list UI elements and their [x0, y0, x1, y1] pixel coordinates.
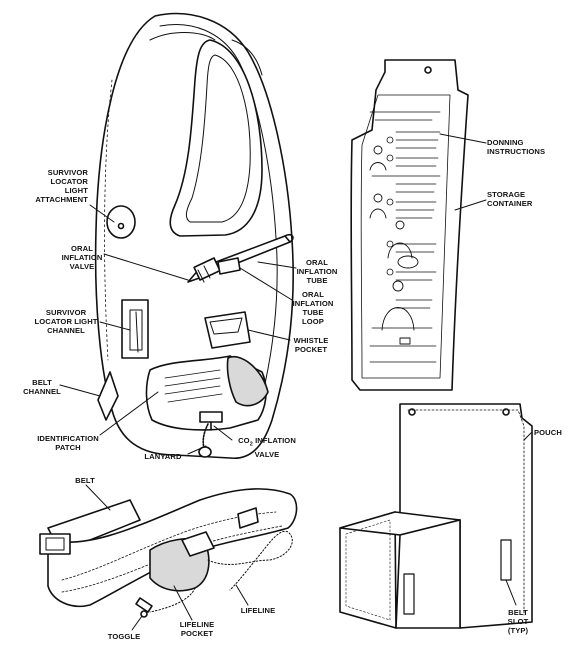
label-belt-slot-typ: BELT SLOT (TYP) — [507, 608, 529, 635]
label-oral-inflation-tube: ORAL INFLATION TUBE — [296, 258, 338, 285]
pouch — [339, 403, 533, 629]
valve-ring-2 — [203, 265, 211, 279]
neck-collar-rear — [231, 39, 263, 76]
storage-container — [350, 59, 469, 391]
container-outline — [350, 59, 469, 391]
label-lifeline-pocket: LIFELINE POCKET — [179, 620, 215, 638]
label-lifeline: LIFELINE — [240, 606, 276, 615]
pouch-seam — [345, 519, 391, 621]
lifeline-pocket-flap — [181, 531, 215, 557]
leader-lines — [59, 133, 533, 631]
step-1-marker — [386, 136, 394, 144]
container-hole — [424, 66, 432, 74]
belt-assembly — [39, 488, 298, 618]
belt-buckle-inner — [45, 537, 65, 551]
belt-clip — [237, 507, 259, 529]
label-pouch: POUCH — [534, 428, 562, 437]
container-inner-border — [360, 94, 451, 379]
label-oral-inflation-valve: ORAL INFLATION VALVE — [61, 244, 103, 271]
instruction-lines — [369, 111, 441, 363]
pouch-snap-right — [502, 408, 510, 416]
instruction-figures — [369, 145, 419, 345]
label-belt: BELT — [75, 476, 95, 485]
patch-flap — [226, 355, 269, 407]
label-belt-channel: BELT CHANNEL — [23, 378, 61, 396]
whistle-pocket-flap — [209, 317, 243, 335]
light-channel-cord — [135, 311, 139, 353]
neck-opening — [169, 39, 263, 237]
preserver-inner-seam — [159, 24, 278, 406]
step-4-marker — [386, 240, 394, 248]
whistle-pocket — [204, 311, 251, 349]
belt-buckle — [39, 533, 71, 555]
belt-channel — [97, 371, 119, 421]
lifeline-cord-lower — [149, 587, 196, 613]
life-preserver — [94, 12, 294, 460]
left-edge-shade — [104, 79, 113, 361]
valve-ring-1 — [197, 269, 205, 283]
patch-text-1 — [164, 369, 221, 379]
lanyard-toggle — [198, 446, 212, 458]
patch-text-3 — [164, 385, 221, 395]
light-attachment-disc — [106, 205, 136, 239]
pouch-snap-left — [408, 408, 416, 416]
patch-text-4 — [167, 393, 223, 403]
lanyard-cord — [202, 423, 209, 449]
step-2-marker — [386, 154, 394, 162]
light-attachment-snap — [117, 222, 125, 230]
label-survivor-locator-light-channel: SURVIVOR LOCATOR LIGHT CHANNEL — [34, 308, 98, 335]
label-storage-container: STORAGE CONTAINER — [487, 190, 533, 208]
tube-loop-strap — [217, 257, 241, 275]
label-identification-patch: IDENTIFICATION PATCH — [37, 434, 99, 452]
step-3-marker — [386, 198, 394, 206]
belt-strap-lower — [61, 525, 283, 593]
oral-inflation-tube-end — [284, 233, 294, 243]
lifeline-cord — [207, 530, 293, 591]
co2-valve-body — [199, 411, 223, 423]
collar-strip — [149, 32, 216, 41]
pouch-front-face — [395, 519, 461, 629]
label-survivor-locator-light-attachment: SURVIVOR LOCATOR LIGHT ATTACHMENT — [35, 168, 88, 204]
toggle-ring — [140, 610, 148, 618]
label-toggle: TOGGLE — [107, 632, 141, 641]
label-lanyard: LANYARD — [144, 452, 182, 461]
belt-slot-left — [403, 573, 415, 615]
step-5-marker — [386, 268, 394, 276]
label-co2-inflation-valve: CO2 INFLATION VALVE — [238, 436, 296, 459]
label-donning-instructions: DONNING INSTRUCTIONS — [487, 138, 546, 156]
label-oral-inflation-tube-loop: ORAL INFLATION TUBE LOOP — [292, 290, 334, 326]
pouch-back-seam — [407, 409, 525, 616]
label-whistle-pocket: WHISTLE POCKET — [293, 336, 329, 354]
neck-opening-inner — [185, 54, 251, 223]
belt-toggle — [135, 597, 153, 613]
patch-text-2 — [164, 377, 221, 387]
